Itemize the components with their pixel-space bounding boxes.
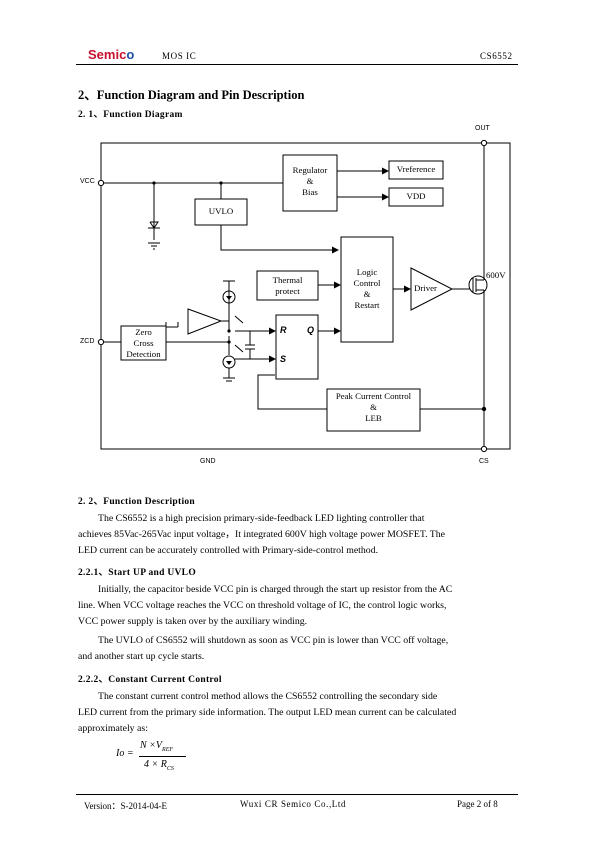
uvlo-label: UVLO [208,206,234,216]
formula-denominator: 4 × RCS [144,759,174,772]
startup-paragraph: Initially, the capacitor beside VCC pin … [78,584,453,627]
header-part-number: CS6552 [480,51,513,61]
formula-fraction-bar [139,756,186,757]
intro-paragraph: The CS6552 is a high precision primary-s… [78,513,446,556]
uvlo-paragraph: The UVLO of CS6552 will shutdown as soon… [78,635,449,662]
pin-out-label: OUT [475,125,490,132]
footer-rule [76,794,518,795]
section-title: 2、Function Diagram and Pin Description [78,88,305,102]
subsection-function-description: 2. 2、Function Description [78,497,196,507]
logic-control-label: Logic Control & Restart [353,267,381,310]
subsection-startup-uvlo: 2.2.1、Start UP and UVLO [78,568,197,578]
logo-text: Semico [88,47,135,62]
formula-lhs: Io = [116,748,134,759]
company-logo: Semico [88,47,134,62]
footer-version: Version：S-2014-04-E [84,801,167,811]
latch-block [275,314,319,380]
constant-current-paragraph: The constant current control method allo… [78,691,457,734]
peak-current-block [326,388,421,432]
header-rule [76,64,518,65]
vreference-label: Vreference [396,164,436,174]
regulator-label: Regulator & Bias [292,165,328,197]
comparator-symbol [187,308,223,335]
zero-cross-label: Zero Cross Detection [126,327,161,359]
subsection-constant-current: 2.2.2、Constant Current Control [78,675,222,685]
uvlo-block [194,198,248,226]
regulator-block [282,154,338,212]
footer-page-number: Page 2 of 8 [457,799,498,809]
vdd-block [388,187,444,207]
latch-s-label: S [280,354,287,364]
pin-zcd-label: ZCD [80,338,95,345]
mosfet-voltage-label: 600V [486,270,506,280]
latch-r-label: R [280,325,287,335]
thermal-protect-block [256,270,319,301]
vreference-block [388,160,444,180]
logic-control-block [340,236,394,343]
driver-block [410,267,454,311]
thermal-protect-label: Thermal protect [272,275,303,296]
pin-cs-label: CS [479,458,489,465]
peak-current-label: Peak Current Control & LEB [335,391,412,423]
vdd-label: VDD [406,191,426,201]
formula-numerator: N ×VREF [140,740,174,753]
header-category: MOS IC [162,51,197,61]
pin-gnd-label: GND [200,458,216,465]
pin-vcc-label: VCC [80,178,95,185]
subsection-function-diagram: 2. 1、Function Diagram [78,110,183,120]
zero-cross-block [120,325,167,361]
footer-company: Wuxi CR Semico Co.,Ltd [240,799,347,809]
latch-q-label: Q [307,325,315,335]
driver-label: Driver [414,283,437,293]
